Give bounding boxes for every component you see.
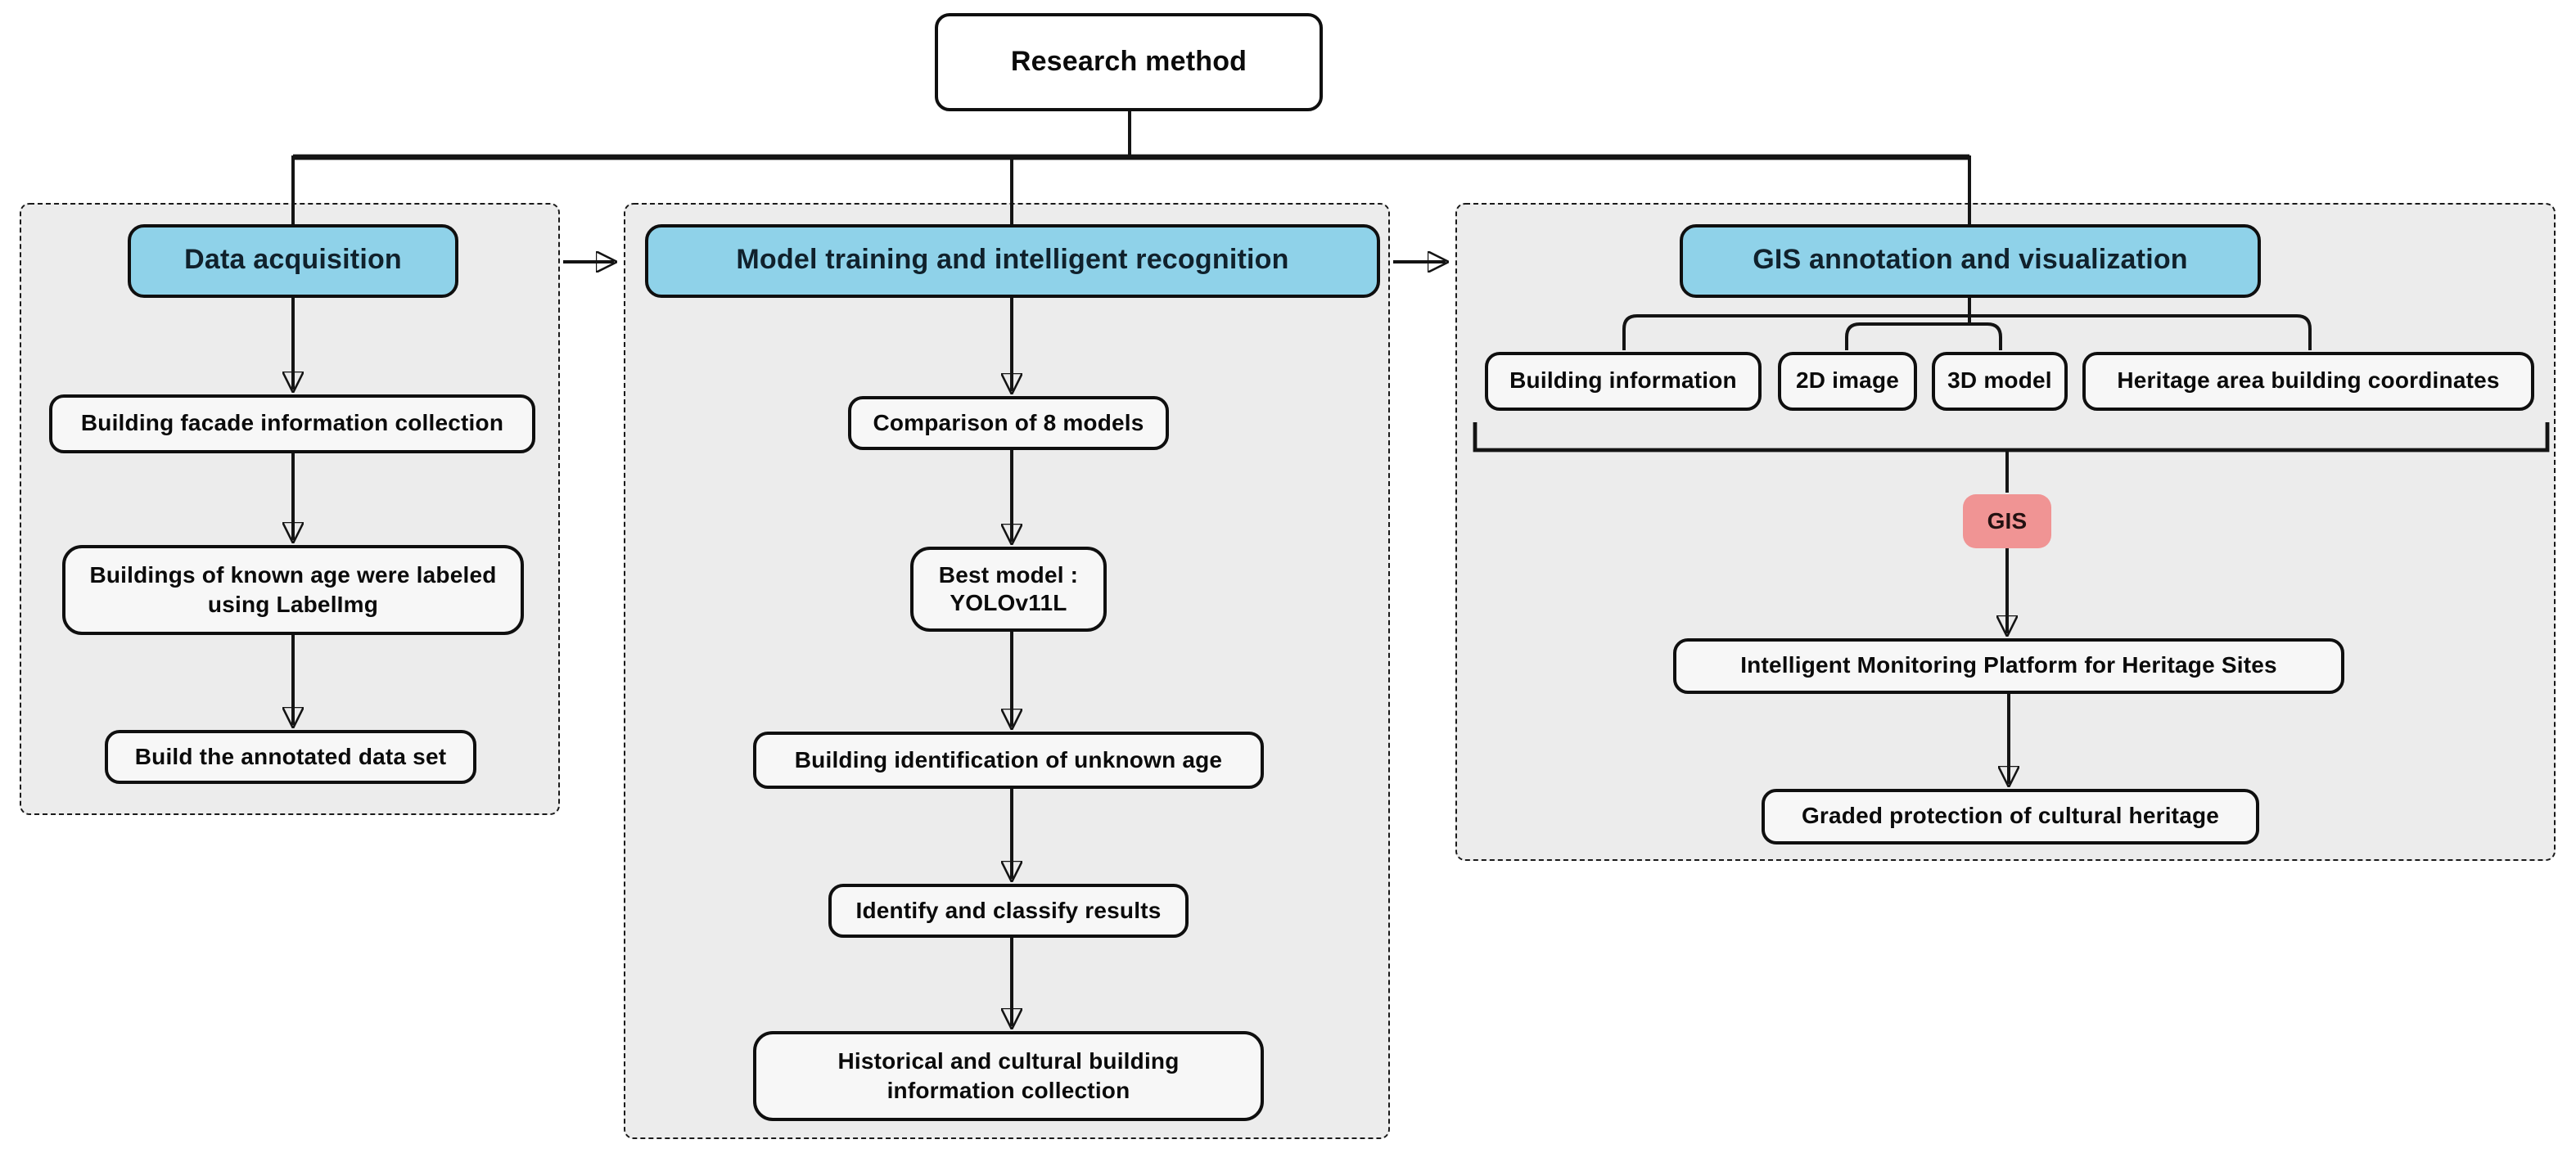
header-data-acquisition: Data acquisition: [128, 224, 458, 298]
panel-model-training: [624, 203, 1390, 1139]
header-gis-annotation: GIS annotation and visualization: [1680, 224, 2261, 298]
step-best-model-yolov11l: Best model : YOLOv11L: [910, 547, 1107, 632]
step-identification-unknown-age: Building identification of unknown age: [753, 732, 1264, 789]
step-identify-classify-results: Identify and classify results: [828, 884, 1189, 938]
input-2d-image: 2D image: [1778, 352, 1917, 411]
step-graded-protection: Graded protection of cultural heritage: [1762, 789, 2259, 844]
input-building-information: Building information: [1485, 352, 1762, 411]
input-3d-model: 3D model: [1932, 352, 2068, 411]
gis-badge: GIS: [1963, 494, 2051, 548]
input-heritage-coordinates: Heritage area building coordinates: [2082, 352, 2534, 411]
step-historical-info-collection: Historical and cultural building informa…: [753, 1031, 1264, 1121]
step-build-annotated-dataset: Build the annotated data set: [105, 730, 476, 784]
header-model-training: Model training and intelligent recogniti…: [645, 224, 1380, 298]
research-method-box: Research method: [935, 13, 1323, 111]
step-label-known-age-buildings: Buildings of known age were labeled usin…: [62, 545, 524, 635]
step-comparison-8-models: Comparison of 8 models: [848, 396, 1169, 450]
step-monitoring-platform: Intelligent Monitoring Platform for Heri…: [1673, 638, 2344, 694]
step-building-facade-collection: Building facade information collection: [49, 394, 535, 453]
